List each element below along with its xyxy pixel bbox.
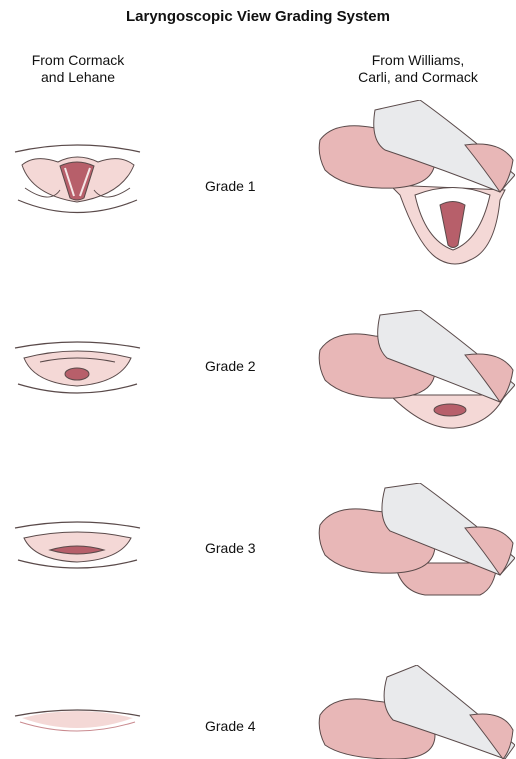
grade-2-label: Grade 2 <box>205 358 295 374</box>
right-column-heading: From Williams, Carli, and Cormack <box>320 52 516 86</box>
cormack-grade-4-illustration <box>10 700 145 745</box>
williams-grade-2-illustration <box>315 310 515 435</box>
left-column-heading: From Cormack and Lehane <box>8 52 148 86</box>
cormack-grade-2-illustration <box>10 338 145 398</box>
williams-grade-1-illustration <box>315 100 515 275</box>
cormack-grade-1-illustration <box>10 140 145 225</box>
williams-grade-3-illustration <box>315 483 515 603</box>
right-heading-line-2: Carli, and Cormack <box>320 69 516 86</box>
left-heading-line-2: and Lehane <box>8 69 148 86</box>
right-heading-line-1: From Williams, <box>320 52 516 69</box>
cormack-grade-3-illustration <box>10 518 145 573</box>
left-heading-line-1: From Cormack <box>8 52 148 69</box>
grade-3-label: Grade 3 <box>205 540 295 556</box>
grade-1-label: Grade 1 <box>205 178 295 194</box>
williams-grade-4-illustration <box>315 665 515 759</box>
figure-title: Laryngoscopic View Grading System <box>0 8 516 25</box>
grade-4-label: Grade 4 <box>205 718 295 734</box>
